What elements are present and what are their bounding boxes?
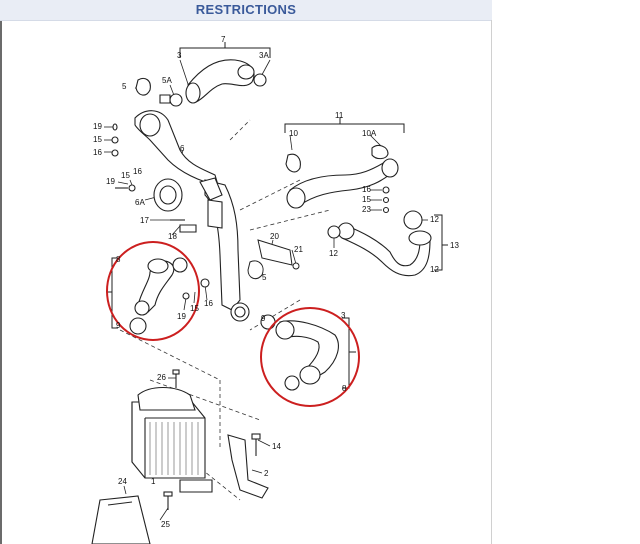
callout-12c: 12	[430, 265, 439, 274]
callout-15c: 15	[362, 195, 371, 204]
bracket-20	[247, 239, 300, 280]
mount-bracket	[227, 433, 269, 499]
callout-18: 18	[168, 232, 177, 241]
highlight-circles	[106, 241, 360, 407]
callout-19: 19	[93, 122, 102, 131]
callout-10A: 10A	[362, 129, 377, 138]
callout-6A: 6A	[135, 198, 145, 207]
callout-23: 23	[362, 205, 371, 214]
callout-19b: 19	[106, 177, 115, 186]
callout-19c: 19	[177, 312, 186, 321]
callout-15d: 15	[190, 304, 199, 313]
callout-15b: 15	[121, 171, 130, 180]
callout-3: 3	[177, 51, 182, 60]
hose-circled-right	[260, 314, 339, 391]
highlight-circle-left	[106, 241, 200, 341]
callout-24: 24	[118, 477, 127, 486]
callout-15: 15	[93, 135, 102, 144]
callout-12b: 12	[329, 249, 338, 258]
callout-2: 2	[264, 469, 269, 478]
callout-16b: 16	[133, 167, 142, 176]
hose-circled-left	[129, 257, 210, 335]
page-title: RESTRICTIONS	[195, 2, 297, 17]
hose-right-upper	[285, 145, 399, 214]
callout-9a: 9	[116, 321, 121, 330]
callout-20: 20	[270, 232, 279, 241]
callout-16d: 16	[204, 299, 213, 308]
callout-1: 1	[151, 477, 156, 486]
callout-5: 5	[122, 82, 127, 91]
intercooler	[131, 369, 213, 493]
air-duct	[91, 491, 173, 544]
callout-16: 16	[93, 148, 102, 157]
callout-11: 11	[335, 111, 344, 120]
callout-5A: 5A	[162, 76, 172, 85]
callout-labels: 7 3 3A 5 5A 19 15 16 6 19 15 16 6A 17 18…	[93, 35, 459, 529]
bracket-lines	[106, 42, 448, 389]
callout-6: 6	[180, 144, 185, 153]
callout-21: 21	[294, 245, 303, 254]
header-bar: RESTRICTIONS	[0, 0, 492, 21]
callout-10: 10	[289, 129, 298, 138]
hose-right-lower	[327, 210, 432, 277]
left-border	[0, 0, 2, 544]
pipe-center	[199, 177, 250, 322]
callout-16c: 16	[362, 185, 371, 194]
callout-8a: 8	[116, 255, 121, 264]
panel-divider	[491, 20, 492, 544]
highlight-circle-right	[260, 307, 360, 407]
callout-26: 26	[157, 373, 166, 382]
callout-7: 7	[221, 35, 226, 44]
callout-3A: 3A	[259, 51, 269, 60]
pipe-left	[111, 110, 219, 233]
callout-5b: 5	[262, 273, 267, 282]
hose-upper	[135, 59, 267, 107]
callout-12a: 12	[430, 215, 439, 224]
callout-25: 25	[161, 520, 170, 529]
callout-13: 13	[450, 241, 459, 250]
callout-8b: 8	[342, 384, 347, 393]
callout-3b: 3	[341, 311, 346, 320]
callout-17: 17	[140, 216, 149, 225]
callout-14: 14	[272, 442, 281, 451]
callout-9b: 9	[261, 314, 266, 323]
